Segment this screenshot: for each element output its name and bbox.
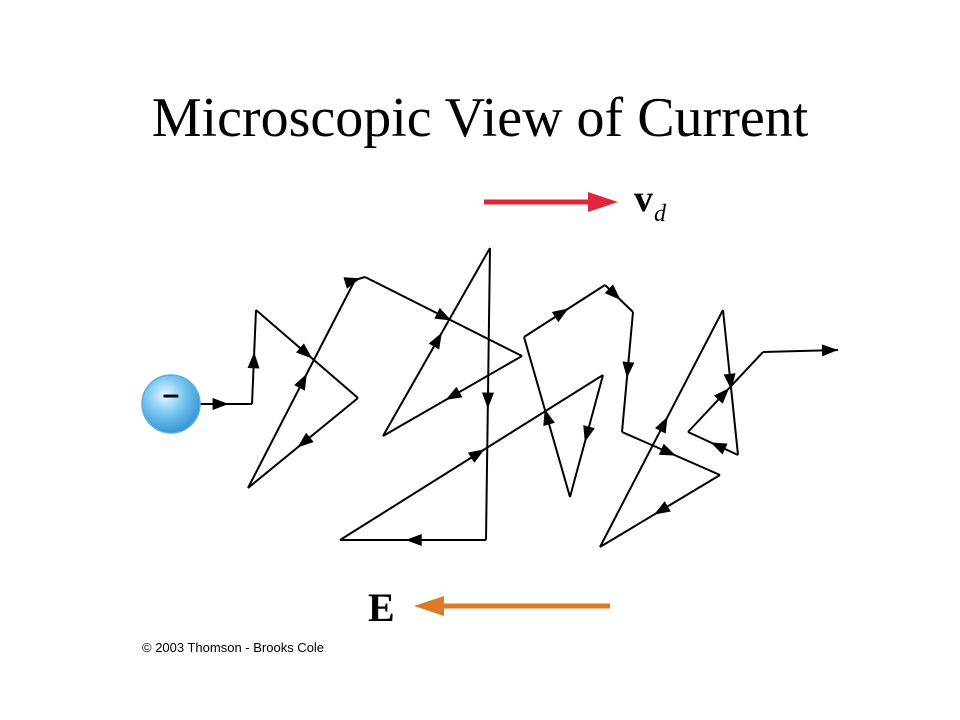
copyright-notice: © 2003 Thomson - Brooks Cole <box>142 640 325 655</box>
path-arrowhead <box>434 307 452 321</box>
path-arrowhead <box>405 534 422 546</box>
path-arrowhead <box>445 386 463 400</box>
electron-charge-sign: – <box>162 378 180 411</box>
path-arrowhead <box>343 277 361 289</box>
path-arrowhead <box>467 449 485 463</box>
path-arrowhead <box>654 416 668 434</box>
drift-velocity-subscript: d <box>654 201 666 227</box>
path-arrowhead <box>604 284 621 300</box>
path-arrowhead <box>723 373 736 390</box>
electron-icon <box>141 374 201 434</box>
path-arrowhead <box>583 425 595 443</box>
electron-random-walk-path <box>200 247 839 548</box>
drift-velocity-label: vd <box>634 178 666 226</box>
path-arrowhead <box>296 343 313 359</box>
path-arrowhead <box>713 388 730 404</box>
path-arrowhead <box>297 432 314 448</box>
path-arrowhead <box>551 308 569 323</box>
electric-field-label: E <box>368 585 395 630</box>
path-arrowhead <box>428 332 442 350</box>
path-arrowhead <box>543 409 555 427</box>
path-arrowhead <box>821 344 838 357</box>
path-arrowhead <box>710 442 728 455</box>
drift-velocity-symbol: v <box>634 178 653 220</box>
path-arrowhead <box>212 398 229 410</box>
path-arrowhead <box>247 352 260 369</box>
drift-velocity-arrow <box>484 192 618 212</box>
path-arrowhead <box>622 361 635 378</box>
slide-title: Microscopic View of Current <box>151 87 809 149</box>
path-arrowhead <box>658 443 676 456</box>
electric-field-arrow <box>414 596 610 616</box>
path-arrowhead <box>482 392 495 409</box>
path-arrowhead <box>654 501 671 515</box>
path-arrowhead <box>294 373 307 391</box>
